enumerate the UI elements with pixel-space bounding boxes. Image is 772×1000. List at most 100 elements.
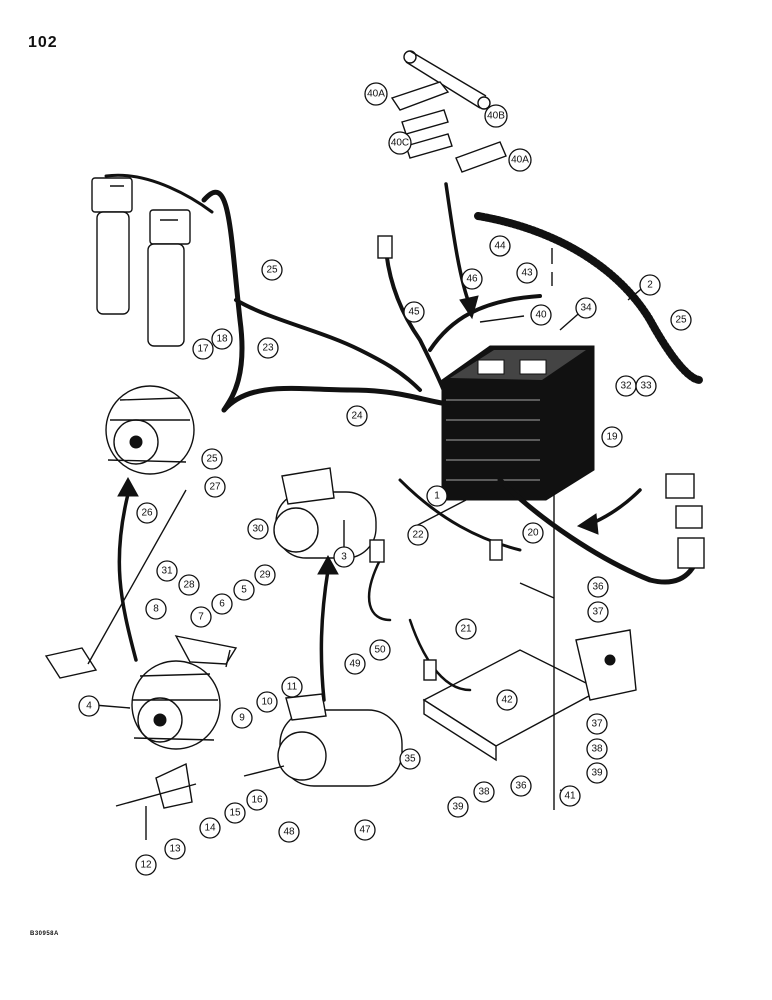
callout-22: 22 [407, 524, 429, 546]
svg-text:20: 20 [527, 528, 539, 539]
callout-16: 16 [246, 789, 268, 811]
svg-text:25: 25 [206, 454, 218, 465]
callout-31: 31 [156, 560, 178, 582]
callout-14: 14 [199, 817, 221, 839]
svg-text:3: 3 [341, 552, 347, 563]
callout-18: 18 [211, 328, 233, 350]
callout-10: 10 [256, 691, 278, 713]
svg-text:23: 23 [262, 343, 274, 354]
callout-29: 29 [254, 564, 276, 586]
callout-43: 43 [516, 262, 538, 284]
callout-21: 21 [455, 618, 477, 640]
callout-8: 8 [145, 598, 167, 620]
callout-38-right: 38 [586, 738, 608, 760]
svg-text:5: 5 [241, 585, 247, 596]
svg-text:15: 15 [229, 808, 241, 819]
svg-text:38: 38 [478, 787, 490, 798]
svg-text:22: 22 [412, 530, 424, 541]
svg-text:50: 50 [374, 645, 386, 656]
callout-12: 12 [135, 854, 157, 876]
svg-text:4: 4 [86, 701, 92, 712]
part-callouts: 1 2 3 4 5 6 7 8 9 10 11 12 13 14 15 16 1… [78, 82, 692, 876]
svg-text:36: 36 [515, 781, 527, 792]
battery-hold-down-strap [390, 50, 507, 173]
callout-40C: 40C [388, 131, 412, 155]
svg-text:13: 13 [169, 844, 181, 855]
callout-9: 9 [231, 707, 253, 729]
callout-25-right: 25 [670, 309, 692, 331]
callout-25-middle: 25 [201, 448, 223, 470]
callout-4: 4 [78, 695, 100, 717]
battery [441, 345, 595, 501]
callout-3: 3 [333, 546, 355, 568]
svg-text:37: 37 [591, 719, 603, 730]
svg-text:40B: 40B [487, 111, 505, 122]
callout-50: 50 [369, 639, 391, 661]
svg-text:21: 21 [460, 624, 472, 635]
svg-text:40A: 40A [511, 155, 529, 166]
svg-text:43: 43 [521, 268, 533, 279]
callout-40A-upper: 40A [364, 82, 388, 106]
callout-46: 46 [461, 268, 483, 290]
callout-19: 19 [601, 426, 623, 448]
alternator-mount-bracket [115, 762, 197, 809]
figure-code: B30958A [30, 931, 59, 937]
svg-text:45: 45 [408, 307, 420, 318]
svg-text:9: 9 [239, 713, 245, 724]
oil-filter-assembly [91, 177, 191, 347]
svg-text:35: 35 [404, 754, 416, 765]
callout-39-right: 39 [586, 762, 608, 784]
callout-45: 45 [403, 301, 425, 323]
callout-11: 11 [281, 676, 303, 698]
callout-42: 42 [496, 689, 518, 711]
svg-text:25: 25 [675, 315, 687, 326]
svg-text:39: 39 [591, 768, 603, 779]
svg-text:42: 42 [501, 695, 513, 706]
svg-text:40: 40 [535, 310, 547, 321]
svg-text:17: 17 [197, 344, 209, 355]
callout-15: 15 [224, 802, 246, 824]
svg-text:11: 11 [287, 682, 298, 693]
svg-text:38: 38 [591, 744, 603, 755]
callout-25-upper: 25 [261, 259, 283, 281]
leader-lines [93, 248, 647, 840]
upper-alternator [105, 385, 195, 475]
callout-30: 30 [247, 518, 269, 540]
callout-23: 23 [257, 337, 279, 359]
lower-starter-motor [243, 693, 403, 787]
callout-37-lower: 37 [586, 713, 608, 735]
assembly-arrows [117, 182, 642, 702]
svg-text:18: 18 [216, 334, 228, 345]
svg-text:40C: 40C [391, 138, 409, 149]
svg-text:40A: 40A [367, 89, 385, 100]
callout-49: 49 [344, 653, 366, 675]
svg-text:2: 2 [647, 280, 653, 291]
svg-text:26: 26 [141, 508, 153, 519]
connectors [369, 235, 705, 681]
callout-1: 1 [426, 485, 448, 507]
svg-text:16: 16 [251, 795, 263, 806]
callout-40A-lower: 40A [508, 148, 532, 172]
svg-text:30: 30 [252, 524, 264, 535]
callout-37-upper: 37 [587, 601, 609, 623]
callout-34: 34 [575, 297, 597, 319]
svg-text:25: 25 [266, 265, 278, 276]
svg-text:28: 28 [183, 580, 195, 591]
callout-35: 35 [399, 748, 421, 770]
callout-2: 2 [639, 274, 661, 296]
svg-text:1: 1 [434, 491, 440, 502]
svg-text:8: 8 [153, 604, 159, 615]
svg-text:19: 19 [606, 432, 618, 443]
svg-text:39: 39 [452, 802, 464, 813]
throttle-lever [44, 489, 187, 679]
svg-text:7: 7 [198, 612, 204, 623]
svg-text:49: 49 [349, 659, 361, 670]
svg-text:12: 12 [140, 860, 152, 871]
callout-17: 17 [192, 338, 214, 360]
callout-28: 28 [178, 574, 200, 596]
callout-48: 48 [278, 821, 300, 843]
callout-44: 44 [489, 235, 511, 257]
svg-text:27: 27 [209, 482, 221, 493]
callout-40B: 40B [484, 104, 508, 128]
